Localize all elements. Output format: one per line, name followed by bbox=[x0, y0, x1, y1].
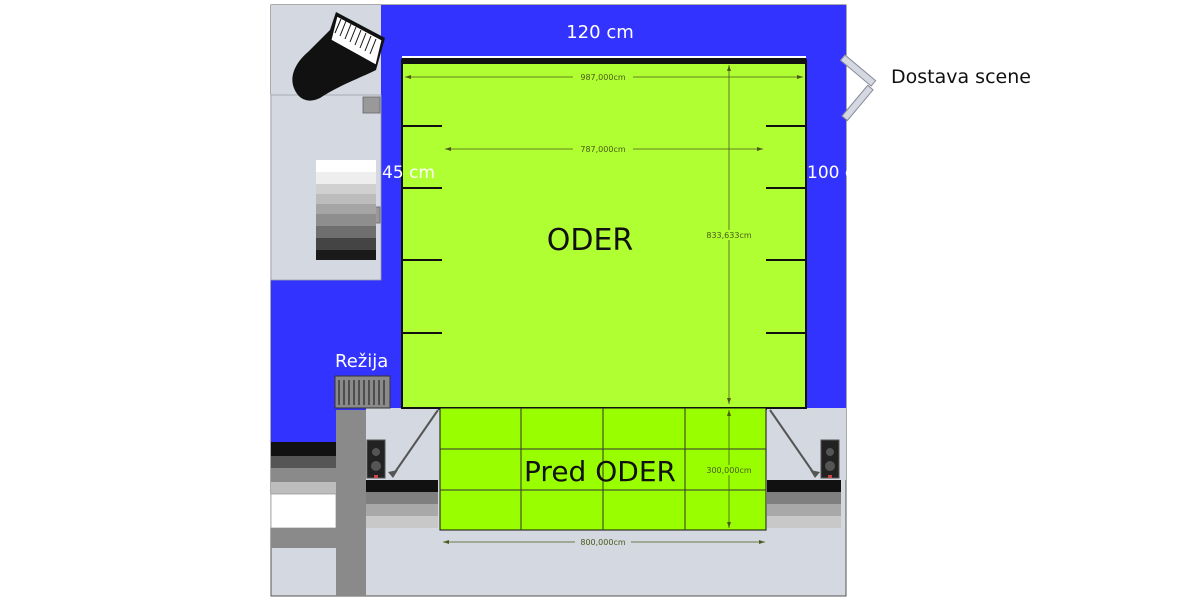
top-margin-label: 120 cm bbox=[566, 22, 634, 43]
aisle bbox=[336, 410, 366, 596]
dimension-arrows bbox=[405, 65, 803, 544]
front-stairs-left bbox=[366, 480, 438, 528]
control-label: Režija bbox=[335, 351, 388, 372]
ramp-line bbox=[769, 409, 816, 476]
stage-depth-dim: 833,633cm bbox=[706, 231, 751, 240]
aisle bbox=[271, 528, 366, 548]
delivery-label: Dostava scene bbox=[891, 66, 1031, 88]
front-stage bbox=[439, 407, 767, 531]
ramp-line bbox=[392, 409, 439, 476]
speaker-icon bbox=[820, 439, 840, 479]
grand-piano-icon bbox=[292, 12, 385, 101]
left-seating bbox=[270, 442, 337, 529]
wing-markers bbox=[402, 125, 806, 334]
ramp-arrow bbox=[810, 470, 820, 478]
right-margin-label: 100 cm bbox=[807, 163, 871, 183]
stage-width-inner-dim: 787,000cm bbox=[580, 145, 625, 154]
front-stairs-right bbox=[767, 480, 841, 528]
left-margin-label: 45 cm bbox=[382, 163, 435, 183]
speaker-icon bbox=[366, 439, 386, 479]
stage-label: ODER bbox=[547, 223, 634, 258]
front-stage-label: Pred ODER bbox=[524, 455, 676, 488]
mixing-console-icon bbox=[334, 375, 391, 409]
front-width-dim: 800,000cm bbox=[580, 538, 625, 547]
stage-width-outer-dim: 987,000cm bbox=[580, 73, 625, 82]
column-post bbox=[362, 96, 381, 114]
stage-back-edge bbox=[402, 58, 806, 64]
front-depth-dim: 300,000cm bbox=[706, 466, 751, 475]
door-icon bbox=[839, 54, 877, 122]
ramp-arrow bbox=[388, 470, 398, 478]
side-stairs bbox=[316, 160, 376, 260]
